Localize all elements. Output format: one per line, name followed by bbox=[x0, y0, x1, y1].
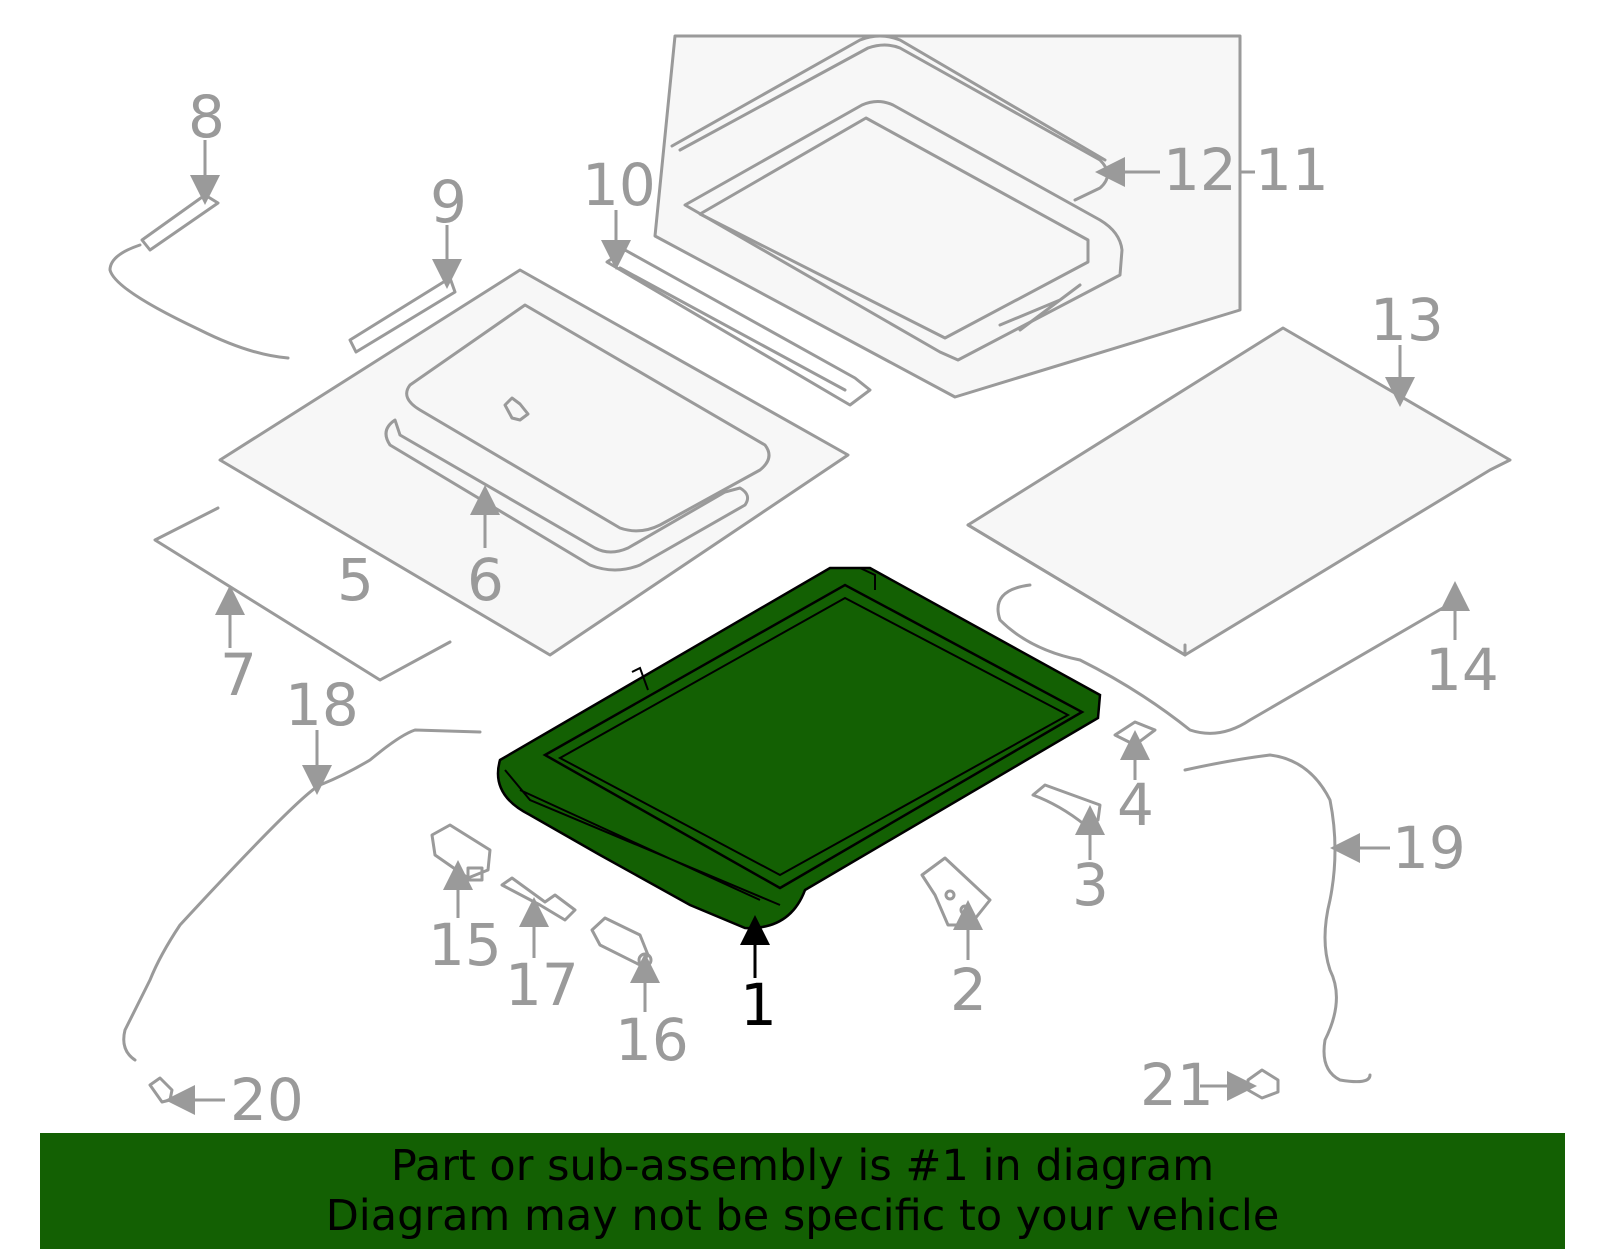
callout-16: 16 bbox=[615, 1006, 689, 1074]
callout-12: 12 bbox=[1163, 136, 1237, 204]
part-13-shade-panel bbox=[966, 326, 1512, 657]
part-17-connector bbox=[500, 876, 577, 922]
callout-2: 2 bbox=[950, 956, 987, 1024]
callout-13: 13 bbox=[1370, 286, 1444, 354]
callout-8: 8 bbox=[188, 83, 225, 151]
callout-6: 6 bbox=[467, 546, 504, 614]
banner-line-1: Part or sub-assembly is #1 in diagram bbox=[390, 1141, 1215, 1191]
part-2-bracket bbox=[920, 856, 992, 927]
part-7-seal-strip bbox=[153, 506, 452, 682]
part-19-drain-hose bbox=[1183, 753, 1372, 1084]
part-4-clip bbox=[1113, 720, 1157, 747]
notice-banner: Part or sub-assembly is #1 in diagram Di… bbox=[40, 1133, 1565, 1249]
callout-5: 5 bbox=[337, 546, 374, 614]
callout-21: 21 bbox=[1140, 1051, 1214, 1119]
part-20-clip bbox=[148, 1076, 174, 1104]
callout-1: 1 bbox=[740, 971, 777, 1039]
part-5-headliner bbox=[218, 268, 850, 657]
part-1-sunroof-frame bbox=[496, 566, 1102, 930]
callout-17: 17 bbox=[505, 951, 579, 1019]
part-21-grommet bbox=[1246, 1068, 1280, 1100]
banner-line-2: Diagram may not be specific to your vehi… bbox=[325, 1191, 1280, 1241]
part-6-sunshade bbox=[384, 303, 771, 572]
callout-11: 11 bbox=[1255, 136, 1329, 204]
callout-9: 9 bbox=[430, 168, 467, 236]
part-8-deflector-arm bbox=[108, 193, 290, 360]
callout-20: 20 bbox=[230, 1066, 304, 1130]
callout-15: 15 bbox=[428, 911, 502, 979]
callout-19: 19 bbox=[1392, 814, 1466, 882]
part-16-motor bbox=[590, 916, 653, 968]
parts-diagram: 1 2 3 4 5 6 7 8 9 10 12 11 13 14 15 16 1… bbox=[108, 34, 1512, 1130]
callout-10: 10 bbox=[582, 151, 656, 219]
part-12-seal bbox=[670, 34, 1107, 162]
part-14-drain-hose bbox=[996, 583, 1462, 735]
callout-14: 14 bbox=[1425, 636, 1499, 704]
callout-labels: 1 2 3 4 5 6 7 8 9 10 12 11 13 14 15 16 1… bbox=[188, 83, 1499, 1130]
part-15-switch bbox=[430, 823, 492, 882]
part-18-drain-hose bbox=[122, 728, 482, 1062]
part-3-bracket bbox=[1031, 783, 1102, 827]
part-9-trim-strip bbox=[348, 276, 457, 354]
callout-4: 4 bbox=[1117, 771, 1154, 839]
part-11-glass-assembly bbox=[653, 34, 1242, 399]
callout-7: 7 bbox=[220, 641, 257, 709]
callout-3: 3 bbox=[1072, 851, 1109, 919]
callout-18: 18 bbox=[285, 671, 359, 739]
leader-lines bbox=[165, 140, 1470, 1115]
